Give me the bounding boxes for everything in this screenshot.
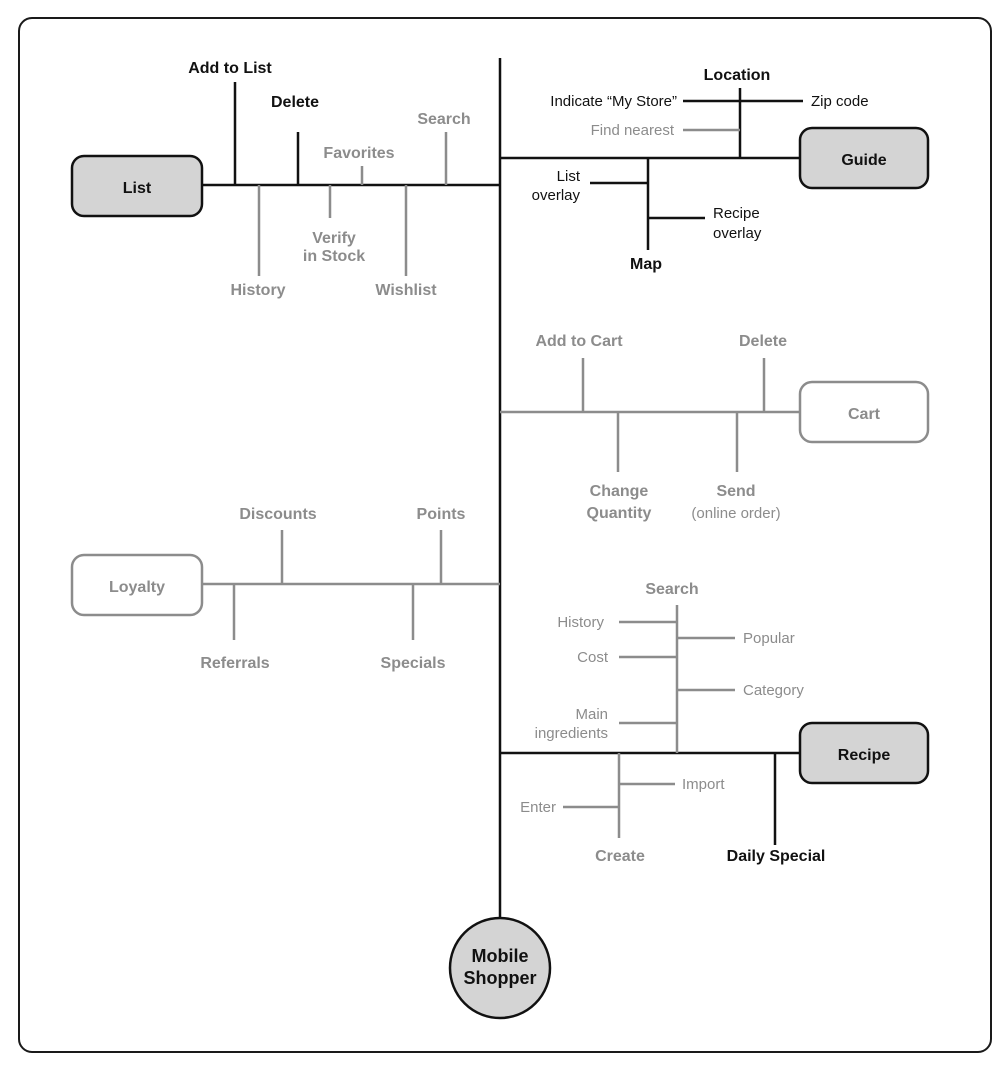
map-label: Map — [630, 256, 662, 273]
history-list-label: History — [230, 282, 285, 299]
points-label: Points — [417, 506, 466, 523]
mobile-shopper-hub[interactable] — [448, 916, 552, 1020]
discounts-label: Discounts — [239, 506, 316, 523]
diagram-frame — [18, 17, 992, 1053]
verify-label-line2: in Stock — [303, 248, 365, 265]
list-node-box[interactable] — [70, 154, 204, 218]
loyalty-node-label: Loyalty — [109, 579, 165, 596]
list-overlay-label-line2: overlay — [532, 187, 581, 204]
send-label-line2: (online order) — [691, 505, 780, 522]
find-nearest-label: Find nearest — [591, 122, 675, 139]
enter-label: Enter — [520, 799, 556, 816]
search-list-label: Search — [417, 111, 470, 128]
favorites-label: Favorites — [323, 145, 394, 162]
verify-label-line1: Verify — [312, 230, 356, 247]
location-label: Location — [704, 67, 771, 84]
list-overlay-label-line1: List — [557, 168, 581, 185]
loyalty-node-box[interactable] — [70, 553, 204, 617]
add-to-cart-label: Add to Cart — [535, 333, 623, 350]
recipe-node-label: Recipe — [838, 747, 891, 764]
specials-label: Specials — [381, 655, 446, 672]
referrals-label: Referrals — [200, 655, 269, 672]
guide-node-box[interactable] — [798, 126, 930, 190]
daily-special-label: Daily Special — [727, 848, 826, 865]
change-quantity-label-line1: Change — [590, 483, 649, 500]
delete-list-label: Delete — [271, 94, 319, 111]
category-label: Category — [743, 682, 804, 699]
cart-node-box[interactable] — [798, 380, 930, 444]
cart-node-label: Cart — [848, 406, 881, 423]
main-ingredients-label-line2: ingredients — [535, 725, 608, 742]
create-label: Create — [595, 848, 645, 865]
add-to-list-label: Add to List — [188, 60, 272, 77]
recipe-node-box[interactable] — [798, 721, 930, 785]
popular-label: Popular — [743, 630, 795, 647]
guide-node-label: Guide — [841, 152, 886, 169]
hub-label-line1: Mobile — [472, 946, 529, 966]
indicate-my-store-label: Indicate “My Store” — [550, 93, 677, 110]
cost-label: Cost — [577, 649, 609, 666]
main-ingredients-label-line1: Main — [575, 706, 608, 723]
delete-cart-label: Delete — [739, 333, 787, 350]
recipe-search-label: Search — [645, 581, 698, 598]
import-label: Import — [682, 776, 725, 793]
recipe-history-label: History — [557, 614, 604, 631]
hub-label-line2: Shopper — [463, 968, 536, 988]
change-quantity-label-line2: Quantity — [587, 505, 652, 522]
send-label-line1: Send — [716, 483, 755, 500]
recipe-overlay-label-line1: Recipe — [713, 205, 760, 222]
wishlist-label: Wishlist — [375, 282, 437, 299]
list-node-label: List — [123, 180, 152, 197]
zip-code-label: Zip code — [811, 93, 869, 110]
recipe-overlay-label-line2: overlay — [713, 225, 762, 242]
